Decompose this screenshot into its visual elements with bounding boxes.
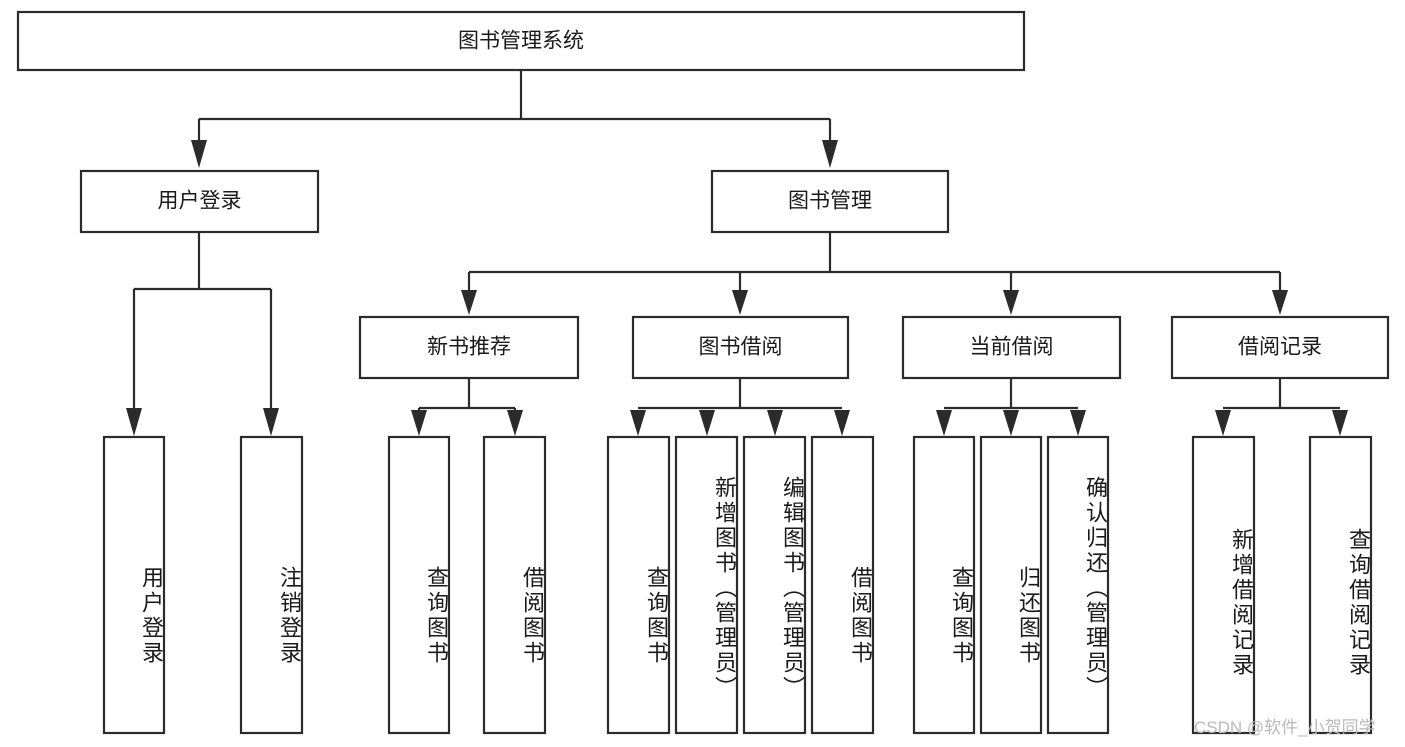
connector-group-current-borrow xyxy=(936,378,1086,436)
arrow-head-bb-add-book xyxy=(699,410,715,436)
connector-group-borrow-record xyxy=(1215,378,1348,436)
node-leaf-user-login-box[interactable] xyxy=(102,435,166,735)
node-leaf-cb-return-book-box[interactable] xyxy=(979,435,1043,735)
node-leaf-cb-confirm-return-box[interactable] xyxy=(1046,435,1110,735)
arrow-head-leaf-logout xyxy=(263,408,279,436)
node-borrow-record[interactable]: 借阅记录 xyxy=(1170,315,1390,380)
arrow-head-current-borrow xyxy=(1003,290,1019,315)
node-current-borrow-label: 当前借阅 xyxy=(970,336,1054,359)
arrow-head-cb-confirm-return xyxy=(1070,410,1086,436)
node-new-book-recommend-box[interactable] xyxy=(358,315,580,380)
node-leaf-bb-add-book-box[interactable] xyxy=(674,435,739,735)
arrow-head-nbr-query-book xyxy=(411,410,427,436)
connector-group-root xyxy=(191,70,838,168)
arrow-head-book-mgmt xyxy=(822,140,838,168)
arrow-head-leaf-user-login xyxy=(126,408,142,436)
node-user-login-label: 用户登录 xyxy=(158,190,242,213)
connector-group-book-borrow xyxy=(630,378,850,436)
node-current-borrow[interactable]: 当前借阅 xyxy=(901,315,1122,380)
node-leaf-nbr-query-book-box[interactable] xyxy=(387,435,451,735)
arrow-head-bb-borrow-book xyxy=(834,410,850,436)
node-book-borrow-box[interactable] xyxy=(631,315,850,380)
arrow-head-cb-query-book xyxy=(936,410,952,436)
node-user-login[interactable]: 用户登录 xyxy=(79,169,320,234)
node-root-system-label: 图书管理系统 xyxy=(458,30,584,53)
arrow-head-cb-return-book xyxy=(1003,410,1019,436)
node-book-management-label: 图书管理 xyxy=(788,190,872,213)
arrow-head-br-query-record xyxy=(1332,410,1348,436)
node-leaf-br-add-record-box[interactable] xyxy=(1191,435,1256,735)
node-leaf-bb-query-book-box[interactable] xyxy=(606,435,671,735)
node-root-system[interactable]: 图书管理系统 xyxy=(16,10,1026,72)
arrow-head-book-borrow xyxy=(732,290,748,315)
node-new-book-recommend-label: 新书推荐 xyxy=(427,336,511,359)
node-leaf-nbr-borrow-book-box[interactable] xyxy=(482,435,547,735)
node-leaf-br-query-record-box[interactable] xyxy=(1308,435,1373,735)
node-book-management-box[interactable] xyxy=(710,169,950,234)
arrow-head-bb-query-book xyxy=(630,410,646,436)
node-borrow-record-box[interactable] xyxy=(1170,315,1390,380)
arrow-head-borrow-record xyxy=(1272,290,1288,315)
connector-group-book-mgmt xyxy=(461,232,1288,315)
arrow-head-user-login xyxy=(191,140,207,168)
node-leaf-bb-borrow-book-box[interactable] xyxy=(810,435,875,735)
node-root-system-box[interactable] xyxy=(16,10,1026,72)
arrow-head-nbr-borrow-book xyxy=(507,410,523,436)
arrow-head-bb-edit-book xyxy=(767,410,783,436)
arrow-head-br-add-record xyxy=(1215,410,1231,436)
connector-group-user-login xyxy=(126,232,279,436)
node-leaf-bb-edit-book-box[interactable] xyxy=(742,435,807,735)
arrow-head-new-book-rec xyxy=(461,290,477,315)
node-book-borrow-label: 图书借阅 xyxy=(699,336,783,359)
csdn-watermark: CSDN @软件_小贺同学 xyxy=(1194,718,1376,737)
node-book-management[interactable]: 图书管理 xyxy=(710,169,950,234)
connector-group-new-book-rec xyxy=(411,378,523,436)
node-leaf-logout-box[interactable] xyxy=(239,435,304,735)
node-book-borrow[interactable]: 图书借阅 xyxy=(631,315,850,380)
node-borrow-record-label: 借阅记录 xyxy=(1238,336,1322,359)
node-new-book-recommend[interactable]: 新书推荐 xyxy=(358,315,580,380)
node-leaf-cb-query-book-box[interactable] xyxy=(912,435,976,735)
node-current-borrow-box[interactable] xyxy=(901,315,1122,380)
node-user-login-box[interactable] xyxy=(79,169,320,234)
